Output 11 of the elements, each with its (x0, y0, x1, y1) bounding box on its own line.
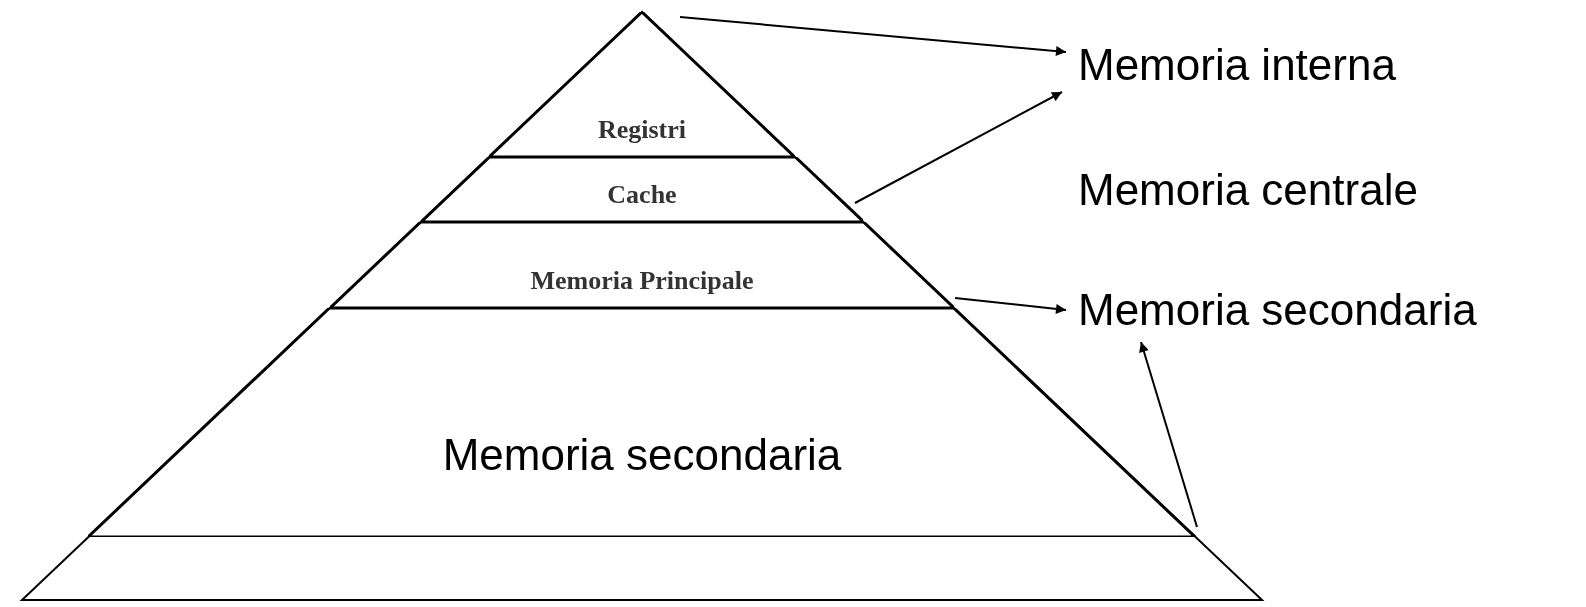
arrow (679, 16, 1067, 57)
memory-label: Memoria interna (1078, 39, 1396, 91)
memory-label: Memoria centrale (1078, 164, 1418, 216)
layer-label: Memoria Principale (530, 268, 754, 294)
arrow (1139, 341, 1198, 528)
arrow (854, 91, 1063, 204)
arrow (954, 297, 1067, 314)
memory-label: Memoria secondaria (1078, 284, 1477, 336)
layer-label: Registri (597, 117, 687, 143)
layer-label: Memoria secondaria (442, 433, 842, 477)
layer-label: Cache (607, 182, 677, 208)
